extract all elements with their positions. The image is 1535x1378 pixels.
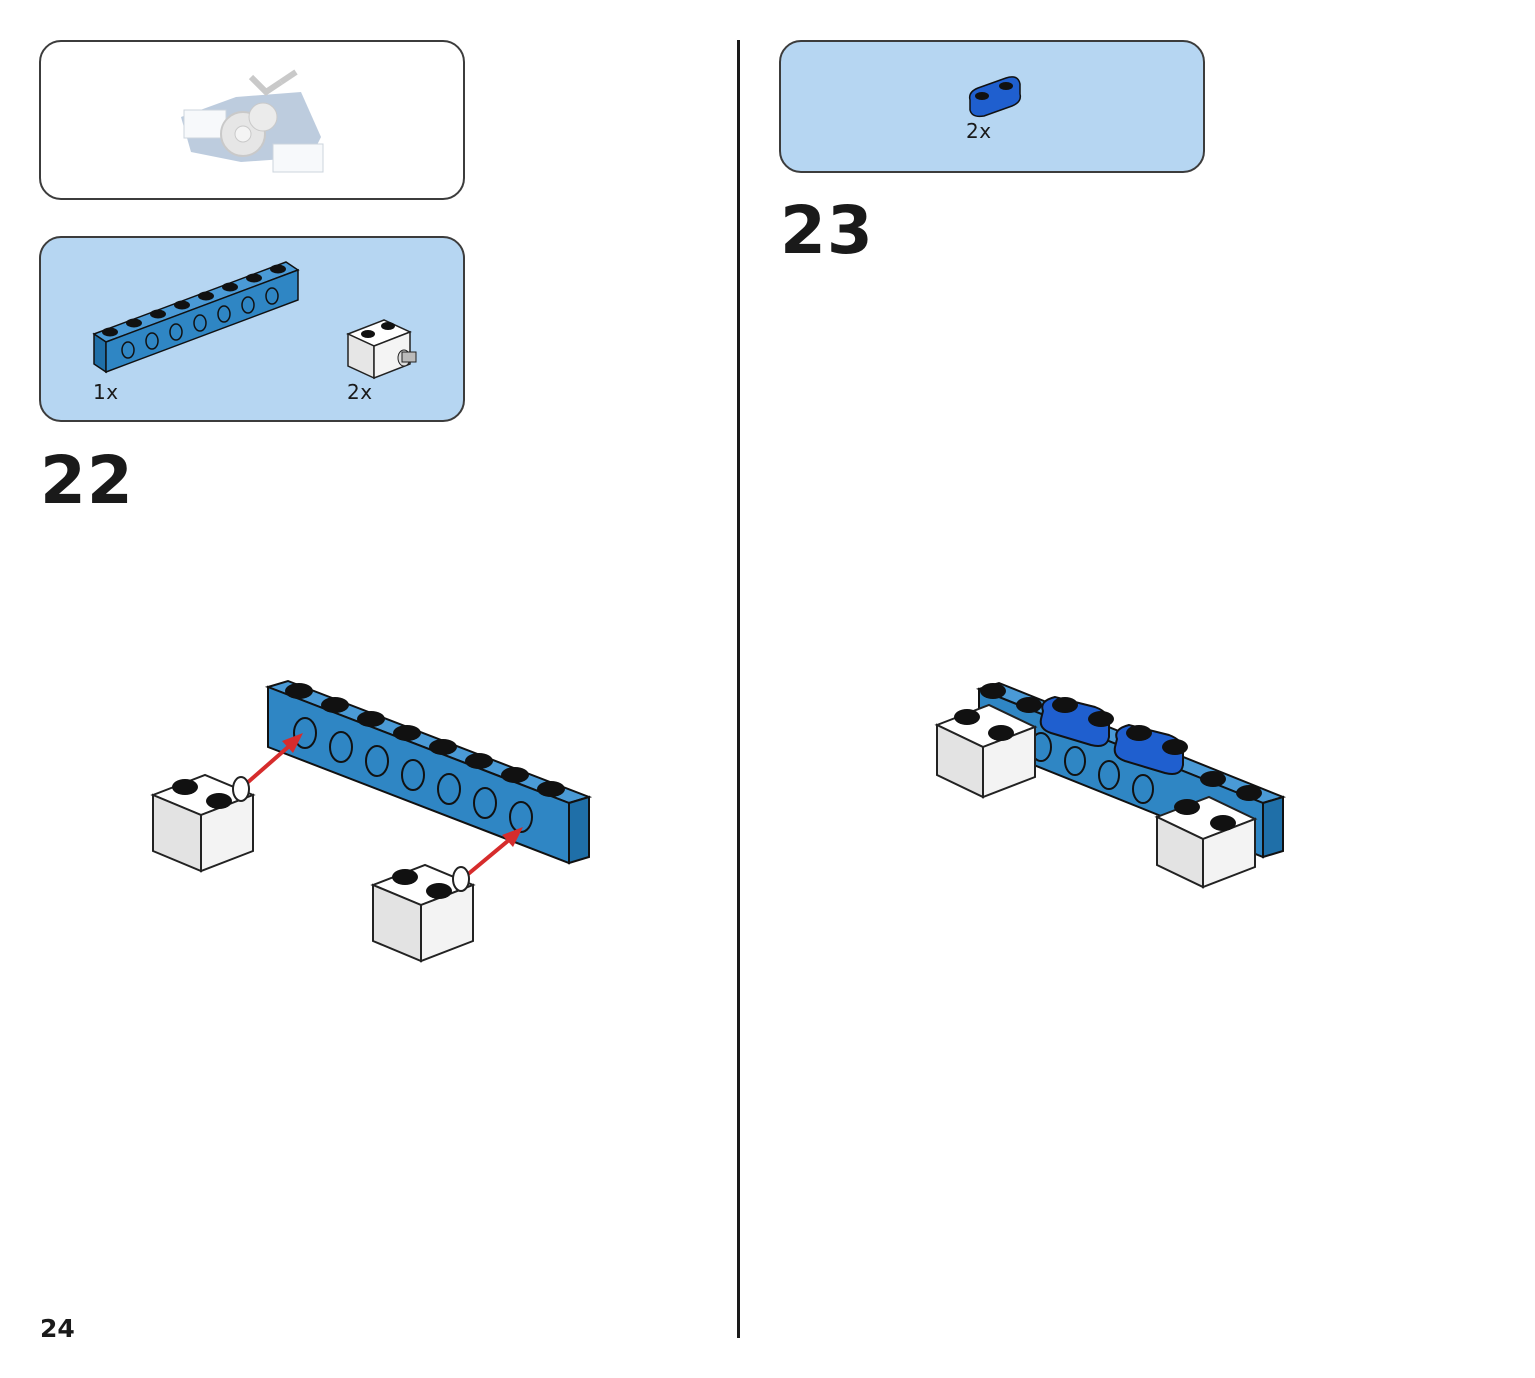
part-qty-plate: 2x — [966, 119, 992, 143]
page-number: 24 — [40, 1314, 75, 1343]
blue-plate-part-image — [968, 76, 1022, 118]
parts-panel-step-23: 2x — [779, 40, 1205, 173]
part-qty-beam: 1x — [93, 380, 119, 404]
step-number-22: 22 — [40, 442, 134, 519]
step-22-assembly-image — [150, 679, 593, 963]
model-preview-panel — [39, 40, 465, 200]
parts-panel-step-22: 1x 2x — [39, 236, 465, 422]
model-preview-image — [181, 69, 324, 173]
page-divider — [737, 40, 740, 1338]
part-qty-brick-pin: 2x — [347, 380, 373, 404]
technic-beam-part-image — [92, 261, 300, 374]
white-brick-pin-part-image — [346, 319, 417, 380]
step-23-assembly-image — [934, 681, 1287, 889]
step-number-23: 23 — [780, 192, 874, 269]
